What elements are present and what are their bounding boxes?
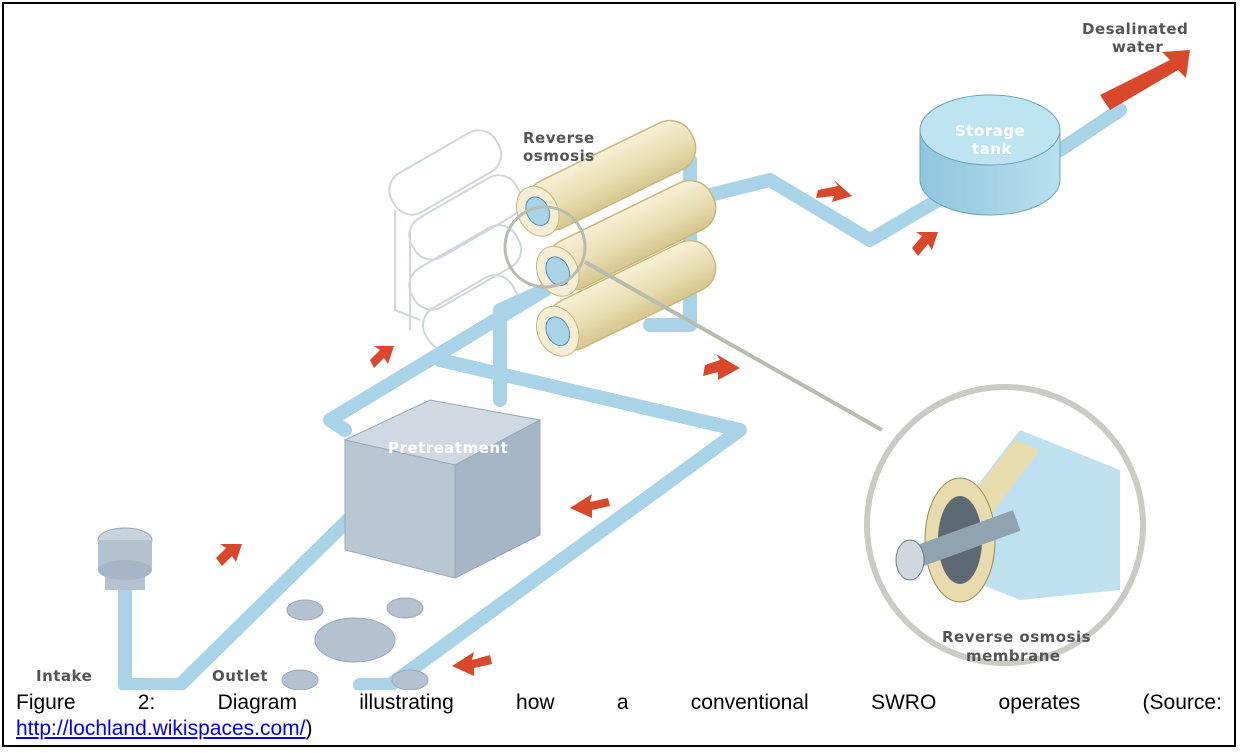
caption-word: conventional [690,691,809,714]
membrane-detail [864,384,1146,666]
swro-diagram: Desalinated water Storage tank Reverse o… [36,20,1190,690]
product-pipe [683,173,962,247]
flow-arrow [703,354,740,380]
caption-word: (Source: [1142,691,1222,714]
flow-arrow [570,494,610,518]
flow-arrows [216,180,938,676]
pretreatment-box [343,399,542,579]
reverse-osmosis-label-line1: Reverse [523,129,595,147]
zoom-connector [584,260,883,432]
flow-arrow [370,346,394,368]
reverse-osmosis-label-line2: osmosis [523,147,595,165]
desalinated-label-line1: Desalinated [1082,20,1188,38]
storage-tank [919,94,1061,216]
caption-line1: Figure 2: Diagram illustrating how a con… [16,690,1222,716]
intake-pump [97,527,153,590]
feed-pipe [323,283,552,437]
caption-line2: http://lochland.wikispaces.com/) [16,716,1222,742]
caption-word: SWRO [870,691,937,714]
intake-label: Intake [36,667,92,685]
pipes [118,103,1127,690]
membrane-label-line2: membrane [966,647,1061,665]
caption-close: ) [305,717,313,740]
flow-arrow [816,180,852,202]
desalinated-label-line2: water [1112,38,1163,56]
caption-word: 2: [137,691,156,714]
ghost-modules [388,129,523,351]
caption-word: Figure [16,691,76,714]
flow-arrow [452,652,492,676]
caption-word: a [616,691,629,714]
source-link[interactable]: http://lochland.wikispaces.com/ [16,717,306,740]
caption-word: operates [998,691,1081,714]
pretreatment-label: Pretreatment [388,439,508,457]
desalinated-arrow [1100,50,1190,110]
flow-arrow [912,232,938,256]
storage-label-line1: Storage [955,122,1025,140]
desalinated-pipe [1053,103,1127,157]
outlet-diffuser [281,597,429,690]
caption-word: how [516,691,555,714]
outlet-label: Outlet [212,667,268,685]
storage-label-line2: tank [972,140,1012,158]
brine-pipe [353,353,747,690]
caption-word: Diagram [217,691,297,714]
flow-arrow [216,544,242,566]
membrane-label-line1: Reverse osmosis [942,628,1091,646]
caption-word: illustrating [359,691,454,714]
figure-caption: Figure 2: Diagram illustrating how a con… [16,690,1222,742]
intake-pipe [118,511,357,690]
